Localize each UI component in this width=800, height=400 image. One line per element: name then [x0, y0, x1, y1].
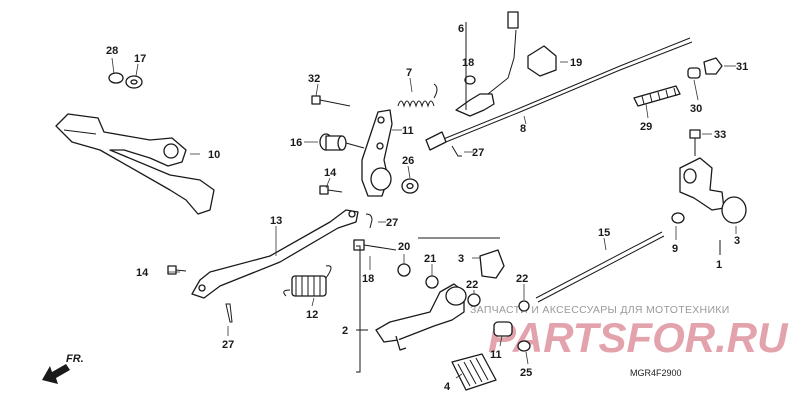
- bolt-14-lower: [167, 265, 187, 275]
- callout-28: 28: [106, 45, 118, 57]
- brake-pedal: [55, 113, 215, 215]
- callout-19: 17: [134, 53, 146, 65]
- spring-29: [633, 85, 681, 107]
- diagram-code: MGR4F2900: [630, 368, 682, 378]
- lever-assembly-2: [375, 283, 467, 351]
- callout-29: 29: [640, 121, 652, 133]
- brake-cable-7: [425, 37, 693, 151]
- collar-3: [479, 249, 505, 279]
- callout-6: 7: [406, 67, 412, 79]
- pin-26: [451, 145, 462, 157]
- bolt-14-upper: [319, 185, 343, 195]
- callout-17: 16: [290, 137, 302, 149]
- callout-20: 18: [462, 57, 474, 69]
- callout-27-upper: 27: [386, 217, 398, 229]
- callout-15: 15: [598, 227, 610, 239]
- clamp-21: [527, 45, 557, 77]
- nut-30: [687, 67, 701, 79]
- callout-9: 10: [208, 149, 220, 161]
- brake-rod-13: [191, 209, 359, 299]
- callout-26: 27: [472, 147, 484, 159]
- washer-18: [397, 263, 411, 277]
- washer-25: [401, 178, 419, 194]
- washer-22-upper: [425, 275, 439, 289]
- callout-18: 20: [398, 241, 410, 253]
- callout-12: 11: [490, 349, 502, 361]
- watermark-logo: PARTSFOR.RU: [488, 314, 789, 361]
- callout-1: 1: [716, 259, 722, 271]
- callout-21: 19: [570, 57, 582, 69]
- leaders: [111, 57, 737, 379]
- callout-14-upper: 14: [324, 167, 337, 179]
- callout-4: 4: [444, 381, 451, 393]
- callout-5: 6: [458, 23, 464, 35]
- callout-8: 9: [672, 243, 678, 255]
- pin-27-lower: [225, 303, 233, 323]
- bolt-32: [311, 95, 351, 107]
- group-brackets: [356, 22, 721, 373]
- bushing-17: [319, 133, 365, 151]
- callout-33: 33: [714, 129, 726, 141]
- watermark: ЗАПЧАСТИ И АКСЕССУАРЫ ДЛЯ МОТОТЕХНИКИ PA…: [470, 304, 789, 361]
- nut-31: [703, 57, 723, 75]
- front-direction-indicator: FR.: [42, 353, 84, 384]
- callout-10: 11: [402, 125, 414, 137]
- callout-24: 25: [520, 367, 532, 379]
- bushing-12: [493, 321, 513, 337]
- nut-8: [671, 212, 685, 224]
- brake-arm: [361, 109, 393, 197]
- brake-rod-15: [535, 231, 665, 303]
- callout-27-lower: 27: [222, 339, 234, 351]
- bolt-16: [353, 239, 397, 251]
- callout-3-left: 3: [458, 253, 464, 265]
- arrow-icon: [42, 364, 70, 384]
- watermark-tagline: ЗАПЧАСТИ И АКСЕССУАРЫ ДЛЯ МОТОТЕХНИКИ: [470, 304, 730, 316]
- washer-22-lower: [467, 293, 481, 307]
- stop-switch: [455, 11, 519, 117]
- pedal-rubber-4: [451, 353, 497, 391]
- pedal-nut: [108, 72, 143, 89]
- callout-22-upper: 21: [424, 253, 436, 265]
- callout-11: 12: [306, 309, 318, 321]
- pin-27-upper: [365, 213, 373, 229]
- callout-32: 32: [308, 73, 320, 85]
- callout-30: 30: [690, 103, 702, 115]
- spring-11: [283, 265, 332, 297]
- callout-22-lower: 22: [466, 279, 478, 291]
- callout-25: 26: [402, 155, 414, 167]
- callout-14-lower: 14: [136, 267, 149, 279]
- callout-7: 8: [520, 123, 526, 135]
- bolt-33: [689, 129, 701, 156]
- nut-24: [517, 340, 531, 352]
- spring-6: [397, 83, 438, 108]
- callout-2: 2: [342, 325, 348, 337]
- callout-23: 22: [516, 273, 528, 285]
- callouts: 28 17 10 32 16 7 11 26 14 6 18 19 8 27 3…: [106, 23, 748, 393]
- callout-31: 31: [736, 61, 748, 73]
- callout-13: 13: [270, 215, 282, 227]
- nut-23: [518, 300, 530, 312]
- callout-3-right: 3: [734, 235, 740, 247]
- callout-16: 18: [362, 273, 374, 285]
- joint-1: [679, 157, 747, 224]
- front-label: FR.: [66, 353, 84, 365]
